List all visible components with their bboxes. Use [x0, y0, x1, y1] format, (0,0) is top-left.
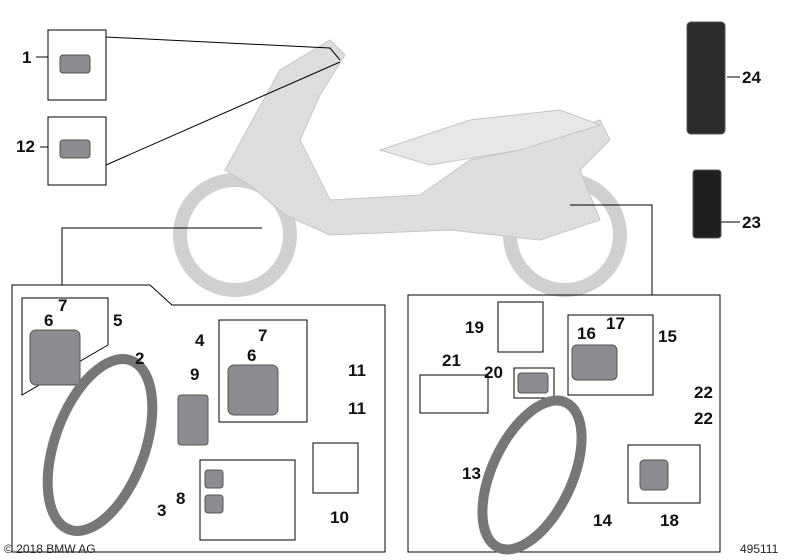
- diagram-number: 495111: [740, 542, 779, 556]
- callout-17: 17: [606, 314, 625, 333]
- scooter-illustration: [173, 39, 627, 297]
- callout-11: 11: [348, 361, 366, 380]
- callout-3: 3: [157, 501, 167, 520]
- callout-22: 22: [694, 409, 713, 428]
- callout-22: 22: [694, 383, 713, 402]
- callout-6: 6: [247, 346, 257, 365]
- callout-24: 24: [742, 68, 761, 87]
- callout-19: 19: [465, 318, 484, 337]
- callout-7: 7: [258, 326, 268, 345]
- callout-5: 5: [113, 311, 123, 330]
- callout-14: 14: [593, 511, 612, 530]
- callout-2: 2: [135, 349, 145, 368]
- callout-20: 20: [484, 363, 503, 382]
- callout-6: 6: [44, 311, 54, 330]
- callout-18: 18: [660, 511, 679, 530]
- callout-11: 11: [348, 399, 366, 418]
- callout-10: 10: [330, 508, 349, 527]
- copyright-text: © 2018 BMW AG: [4, 542, 96, 556]
- callout-23: 23: [742, 213, 761, 232]
- callout-7: 7: [58, 296, 68, 315]
- callout-12: 12: [16, 137, 35, 156]
- callout-8: 8: [176, 489, 186, 508]
- callout-4: 4: [195, 331, 205, 350]
- callout-1: 1: [22, 48, 32, 67]
- part-drawings: [29, 21, 726, 555]
- callout-15: 15: [658, 327, 677, 346]
- callout-9: 9: [190, 365, 200, 384]
- callout-21: 21: [442, 351, 461, 370]
- callout-16: 16: [577, 324, 596, 343]
- callout-13: 13: [462, 464, 481, 483]
